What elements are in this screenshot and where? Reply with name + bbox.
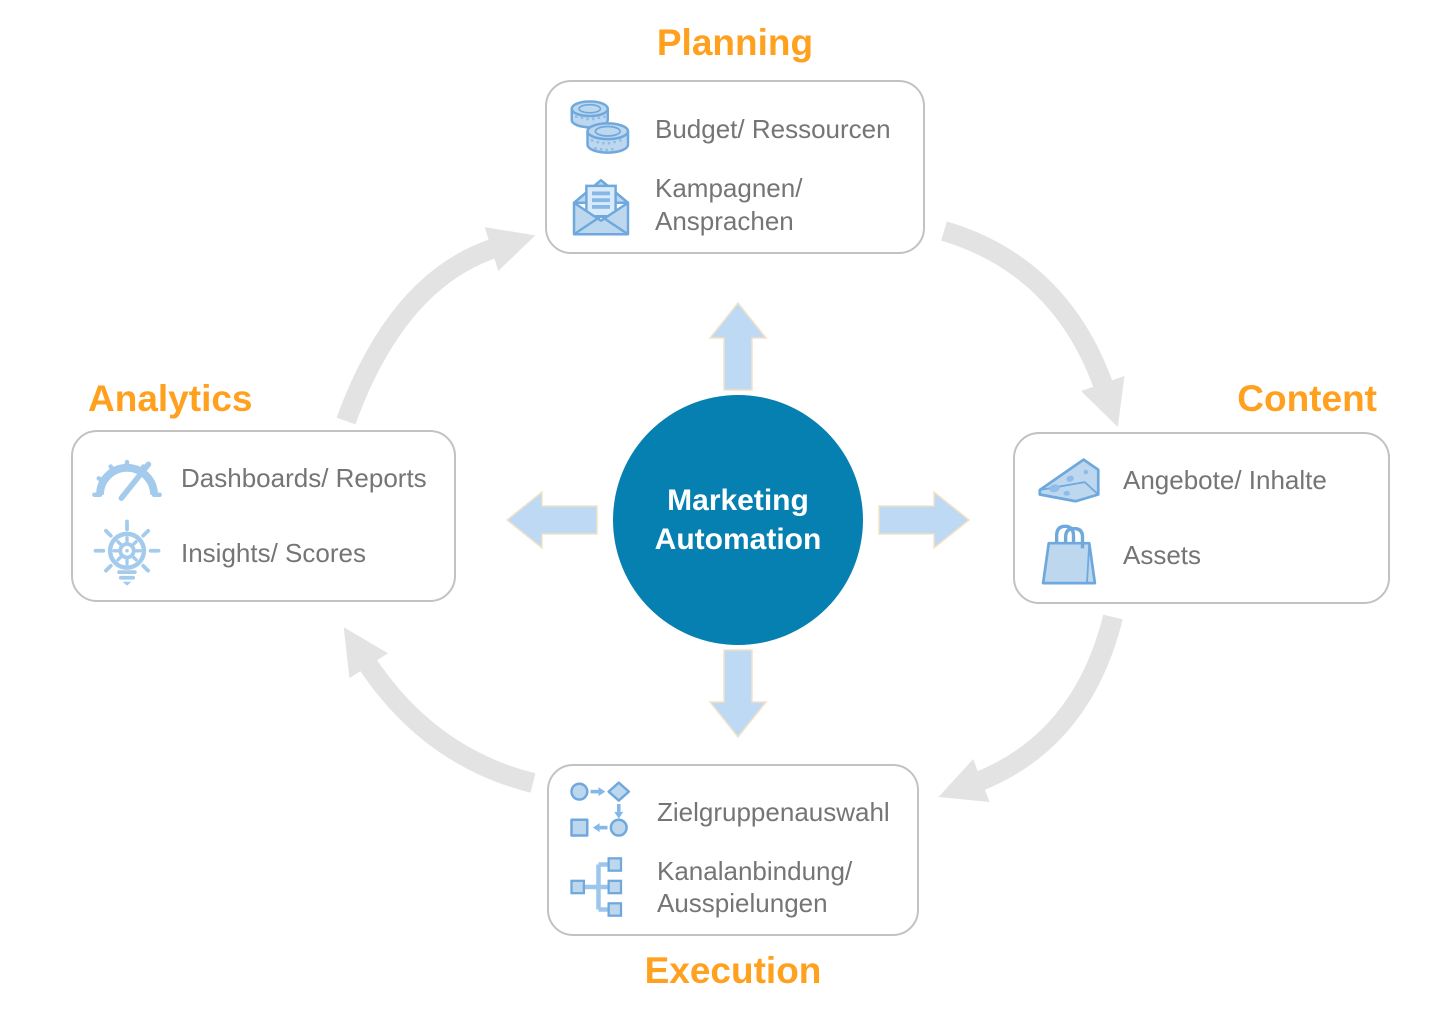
- content-panel: Angebote/ Inhalte Assets: [1013, 432, 1390, 604]
- open-envelope-icon: [565, 169, 637, 241]
- execution-item-channels: Kanalanbindung/ Ausspielungen: [567, 851, 899, 923]
- planning-item-budget: Budget/ Ressourcen: [565, 93, 905, 165]
- cycle-arrow-analytics-to-planning: [336, 227, 536, 425]
- execution-panel: Zielgruppenauswahl Kanalanbindung/ Aussp…: [547, 764, 919, 936]
- analytics-panel: Dashboards/ Reports: [71, 430, 456, 602]
- analytics-item-insights: Insights/ Scores: [91, 517, 436, 589]
- section-title-analytics: Analytics: [88, 378, 253, 419]
- section-title-execution: Execution: [644, 950, 822, 991]
- coins-icon: [565, 93, 637, 165]
- planning-panel: Budget/ Ressourcen Kampagnen/ Ansprachen: [545, 80, 925, 254]
- center-arrow-up-icon: [708, 301, 768, 391]
- center-arrow-right-icon: [878, 490, 971, 550]
- item-label: Kampagnen/ Ansprachen: [655, 173, 803, 236]
- execution-item-targeting: Zielgruppenauswahl: [567, 777, 899, 849]
- content-item-assets: Assets: [1033, 519, 1370, 591]
- section-title-content: Content: [1237, 378, 1377, 419]
- item-label: Assets: [1123, 540, 1202, 571]
- center-arrow-down-icon: [708, 649, 768, 739]
- cycle-arrow-execution-to-analytics: [343, 627, 536, 793]
- analytics-item-dashboards: Dashboards/ Reports: [91, 443, 436, 515]
- cycle-arrow-planning-to-content: [941, 221, 1125, 427]
- lightbulb-gear-icon: [91, 517, 163, 589]
- item-label: Kanalanbindung/ Ausspielungen: [657, 855, 853, 919]
- item-label: Angebote/ Inhalte: [1123, 465, 1327, 496]
- content-item-offers: Angebote/ Inhalte: [1033, 445, 1370, 517]
- channel-tree-icon: [567, 851, 639, 923]
- item-label: Insights/ Scores: [181, 538, 366, 569]
- item-label: Budget/ Ressourcen: [655, 114, 891, 145]
- center-circle: Marketing Automation: [613, 395, 863, 645]
- cycle-arrow-content-to-execution: [938, 614, 1123, 803]
- shopping-bag-icon: [1033, 519, 1105, 591]
- center-arrow-left-icon: [505, 490, 598, 550]
- item-label: Dashboards/ Reports: [181, 463, 427, 494]
- section-title-planning: Planning: [656, 22, 814, 63]
- gauge-icon: [91, 443, 163, 515]
- item-label: Zielgruppenauswahl: [657, 797, 890, 828]
- flowchart-icon: [567, 777, 639, 849]
- cheese-icon: [1033, 445, 1105, 517]
- planning-item-campaigns: Kampagnen/ Ansprachen: [565, 169, 905, 241]
- center-label: Marketing Automation: [654, 484, 822, 556]
